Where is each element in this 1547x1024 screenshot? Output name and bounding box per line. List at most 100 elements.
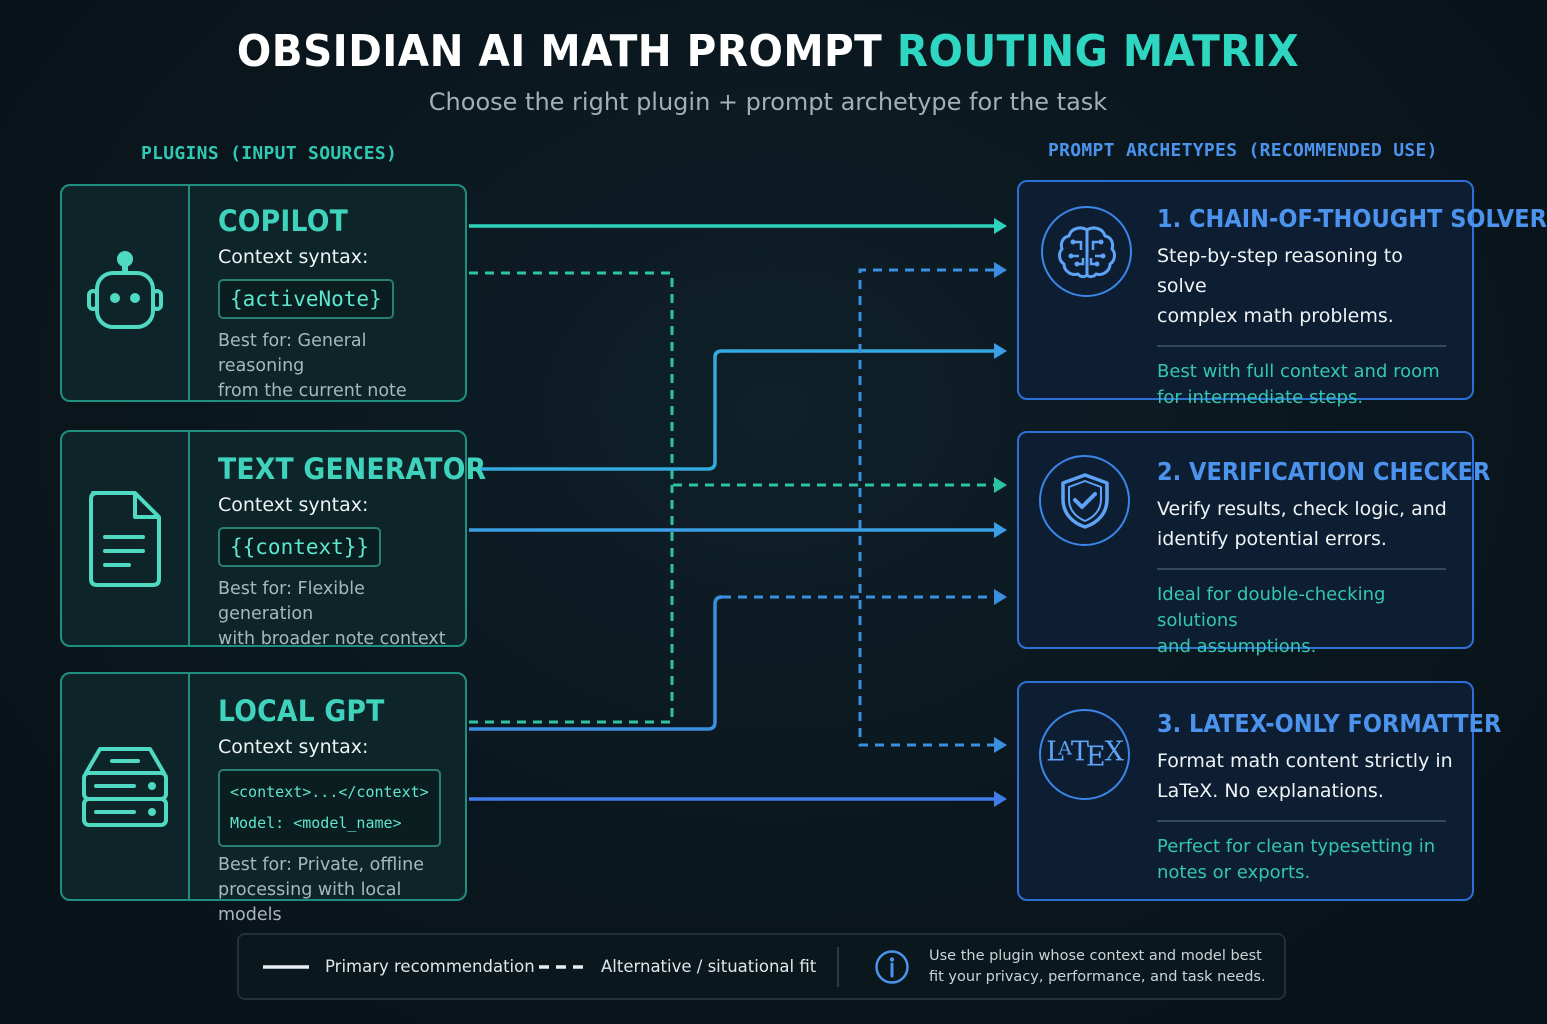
plugin-icon-cell (62, 674, 190, 899)
description-line: identify potential errors. (1157, 528, 1387, 550)
archetype-body: 2. VERIFICATION CHECKER Verify results, … (1157, 457, 1491, 660)
archetype-name: 2. VERIFICATION CHECKER (1157, 457, 1491, 486)
context-label: Context syntax: (218, 246, 369, 268)
context-syntax-code: <context>...</context> Model: <model_nam… (218, 769, 441, 847)
plugin-body: COPILOT Context syntax: {activeNote} Bes… (218, 204, 455, 404)
archetype-icon-circle (1039, 455, 1130, 546)
robot-icon (87, 251, 163, 329)
archetype-card-latex-formatter[interactable]: LATEX 3. LATEX-ONLY FORMATTER Format mat… (1017, 681, 1502, 901)
best-for-line: Best for: Flexible generation (218, 579, 365, 624)
latex-icon: LATEX (1046, 735, 1124, 772)
arrowhead (994, 791, 1007, 807)
title-main: OBSIDIAN AI MATH PROMPT (236, 26, 897, 77)
info-icon (875, 950, 909, 984)
server-icon (82, 746, 168, 827)
page-subtitle: Choose the right plugin + prompt archety… (428, 88, 1108, 116)
arrowhead (994, 343, 1007, 359)
divider (1157, 820, 1446, 822)
page-title: OBSIDIAN AI MATH PROMPT ROUTING MATRIX (61, 26, 1474, 77)
legend-alternative-label: Alternative / situational fit (601, 957, 817, 976)
archetype-name: 3. LATEX-ONLY FORMATTER (1157, 709, 1502, 738)
arrowhead (994, 737, 1007, 753)
divider (1157, 568, 1446, 570)
context-label: Context syntax: (218, 736, 369, 758)
context-label: Context syntax: (218, 494, 369, 516)
arrowhead (994, 218, 1007, 234)
context-syntax-code: {activeNote} (218, 279, 394, 319)
archetype-name: 1. CHAIN-OF-THOUGHT SOLVER (1157, 204, 1547, 233)
plugins-column-header: PLUGINS (INPUT SOURCES) (141, 143, 398, 164)
archetype-icon-circle (1041, 206, 1132, 297)
solid-line-swatch (263, 964, 309, 969)
note-line: Best with full context and room (1157, 361, 1440, 382)
document-icon (89, 490, 161, 587)
best-for-line: Best for: General reasoning (218, 331, 367, 376)
note-line: and assumptions. (1157, 636, 1317, 657)
route-alt-cot-latex (858, 268, 994, 747)
plugin-body: LOCAL GPT Context syntax: <context>...</… (218, 694, 455, 928)
archetype-note: Ideal for double-checking solutions and … (1157, 582, 1456, 660)
legend-info-text: Use the plugin whose context and model b… (929, 946, 1266, 988)
route-textgen-to-cot (469, 349, 994, 471)
note-line: Perfect for clean typesetting in (1157, 836, 1436, 857)
legend-primary-label: Primary recommendation (325, 957, 535, 976)
note-line: notes or exports. (1157, 862, 1311, 883)
legend: Primary recommendation Alternative / sit… (237, 933, 1286, 1000)
archetypes-column-header: PROMPT ARCHETYPES (RECOMMENDED USE) (1048, 140, 1438, 161)
plugin-body: TEXT GENERATOR Context syntax: {{context… (218, 452, 487, 652)
plugin-card-text-generator[interactable]: TEXT GENERATOR Context syntax: {{context… (60, 430, 486, 649)
best-for-text: Best for: Flexible generation with broad… (218, 577, 455, 652)
legend-divider (837, 947, 839, 987)
note-line: for intermediate steps. (1157, 387, 1364, 408)
info-line: Use the plugin whose context and model b… (929, 948, 1262, 964)
code-line: Model: <model_name> (230, 814, 402, 832)
archetype-body: 3. LATEX-ONLY FORMATTER Format math cont… (1157, 709, 1502, 886)
archetype-card-verification[interactable]: 2. VERIFICATION CHECKER Verify results, … (1017, 431, 1490, 657)
best-for-text: Best for: General reasoning from the cur… (218, 329, 455, 404)
route-copilot-to-verify (469, 271, 994, 487)
note-line: Ideal for double-checking solutions (1157, 584, 1386, 631)
brain-icon (1057, 226, 1116, 278)
best-for-line: processing with local models (218, 880, 402, 925)
best-for-line: with broader note context (218, 629, 446, 649)
description-line: Verify results, check logic, and (1157, 498, 1447, 520)
archetype-note: Best with full context and room for inte… (1157, 359, 1456, 411)
plugin-icon-cell (62, 186, 190, 400)
archetype-description: Verify results, check logic, and identif… (1157, 494, 1456, 554)
description-line: LaTeX. No explanations. (1157, 780, 1384, 802)
info-line: fit your privacy, performance, and task … (929, 969, 1266, 985)
plugin-card-copilot[interactable]: COPILOT Context syntax: {activeNote} Bes… (60, 184, 467, 402)
plugin-name: COPILOT (218, 204, 348, 238)
best-for-line: from the current note (218, 381, 407, 401)
dashed-line-swatch (539, 964, 585, 969)
archetype-description: Format math content strictly in LaTeX. N… (1157, 746, 1456, 806)
context-syntax-code: {{context}} (218, 527, 382, 567)
best-for-line: Best for: Private, offline (218, 855, 425, 875)
arrowhead (994, 522, 1007, 538)
plugin-card-local-gpt[interactable]: LOCAL GPT Context syntax: <context>...</… (60, 672, 467, 925)
code-line: <context>...</context> (230, 783, 429, 801)
arrowhead (994, 589, 1007, 605)
title-accent: ROUTING MATRIX (896, 26, 1300, 77)
best-for-text: Best for: Private, offline processing wi… (218, 853, 455, 928)
shield-check-icon (1060, 472, 1109, 529)
archetype-description: Step-by-step reasoning to solve complex … (1157, 241, 1456, 331)
description-line: complex math problems. (1157, 305, 1394, 327)
legend-alternative: Alternative / situational fit (539, 935, 816, 998)
description-line: Format math content strictly in (1157, 750, 1453, 772)
arrowhead (994, 262, 1007, 278)
divider (1157, 345, 1446, 347)
archetype-icon-circle: LATEX (1039, 709, 1130, 800)
plugin-icon-cell (62, 432, 190, 645)
archetype-note: Perfect for clean typesetting in notes o… (1157, 834, 1456, 886)
arrowhead (994, 477, 1007, 493)
archetype-body: 1. CHAIN-OF-THOUGHT SOLVER Step-by-step … (1157, 204, 1547, 411)
legend-primary: Primary recommendation (263, 935, 535, 998)
archetype-card-chain-of-thought[interactable]: 1. CHAIN-OF-THOUGHT SOLVER Step-by-step … (1017, 180, 1547, 408)
plugin-name: TEXT GENERATOR (218, 452, 487, 486)
description-line: Step-by-step reasoning to solve (1157, 245, 1403, 297)
route-localgpt-to-verify (469, 595, 994, 731)
route-localgpt-alt-teal (469, 485, 674, 724)
plugin-name: LOCAL GPT (218, 694, 385, 728)
